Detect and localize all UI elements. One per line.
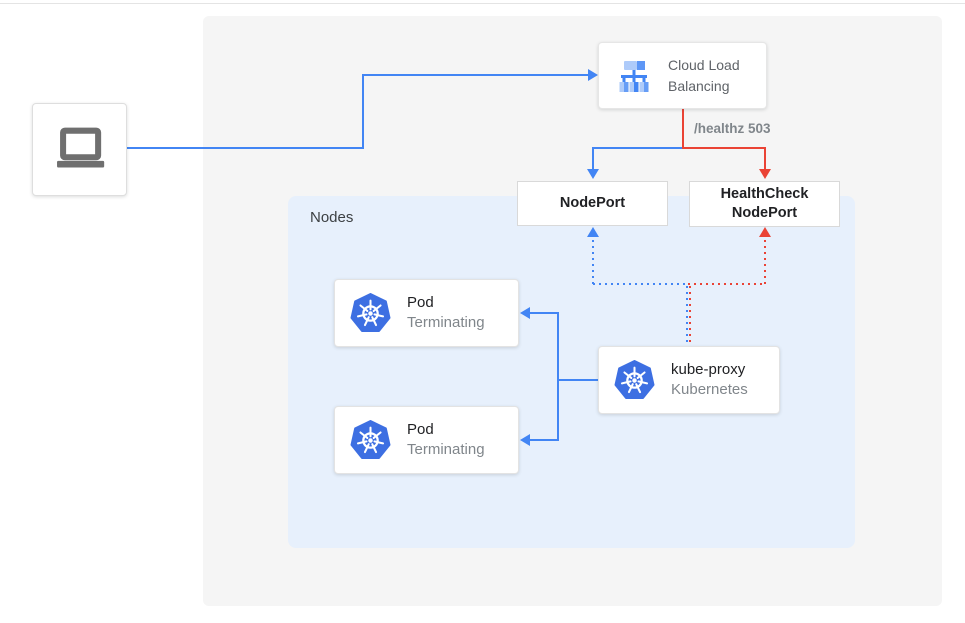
arrowhead-into-lb	[588, 69, 598, 81]
edge-client-to-lb-v	[362, 74, 364, 149]
load-balancer-icon	[614, 56, 654, 96]
edge-blue-branch-v	[592, 147, 594, 170]
laptop-icon	[56, 127, 104, 168]
edge-lb-trunk-red	[682, 109, 684, 149]
edge-dotted-shared-red	[689, 286, 691, 346]
arrowhead-into-nodeport	[587, 169, 599, 179]
kube-proxy-node: kube-proxy Kubernetes	[598, 346, 780, 414]
pod-title: Pod	[407, 294, 434, 312]
cloud-load-balancing-node: Cloud Load Balancing	[598, 42, 767, 109]
arrowhead-dotted-into-nodeport	[587, 227, 599, 237]
edge-dotted-blue-v	[592, 240, 594, 284]
client-node	[32, 103, 127, 196]
edge-to-pod2-h	[528, 439, 559, 441]
edge-dotted-red-h	[688, 283, 766, 285]
edge-kproxy-split-v	[557, 312, 559, 441]
healthcheck-nodeport-label: HealthCheck NodePort	[720, 186, 809, 221]
pod-title: Pod	[407, 421, 434, 439]
edge-to-pod1-h	[528, 312, 559, 314]
nodes-group-label: Nodes	[310, 209, 354, 226]
edge-kproxy-stub	[558, 379, 598, 381]
edge-client-to-lb-h1	[127, 147, 363, 149]
nodeport-label: NodePort	[559, 195, 626, 211]
arrowhead-dotted-into-healthcheck	[759, 227, 771, 237]
edge-red-branch-v	[764, 147, 766, 170]
cloud-load-balancing-label: Cloud Load Balancing	[668, 57, 740, 94]
kubernetes-icon	[350, 419, 391, 461]
pod-node-2: Pod Terminating	[334, 406, 519, 474]
nodeport-box: NodePort	[517, 181, 668, 226]
arrowhead-into-pod2	[520, 434, 530, 446]
top-divider	[0, 3, 965, 4]
kubernetes-icon	[350, 292, 391, 334]
kubernetes-icon	[614, 359, 655, 401]
edge-dotted-blue-h	[593, 283, 689, 285]
arrowhead-into-pod1	[520, 307, 530, 319]
arrowhead-into-healthcheck-nodeport	[759, 169, 771, 179]
healthcheck-nodeport-box: HealthCheck NodePort	[689, 181, 840, 227]
kube-proxy-title: kube-proxy	[671, 361, 746, 379]
edge-client-to-lb-h2	[362, 74, 588, 76]
edge-red-branch-h	[682, 147, 766, 149]
pod-node-1: Pod Terminating	[334, 279, 519, 347]
pod-status: Terminating	[407, 441, 485, 458]
edge-blue-branch-h	[593, 147, 682, 149]
healthz-503-label: /healthz 503	[694, 121, 771, 136]
kube-proxy-subtitle: Kubernetes	[671, 381, 748, 398]
edge-dotted-shared-blue	[686, 286, 688, 346]
edge-dotted-red-v	[764, 240, 766, 284]
pod-status: Terminating	[407, 314, 485, 331]
